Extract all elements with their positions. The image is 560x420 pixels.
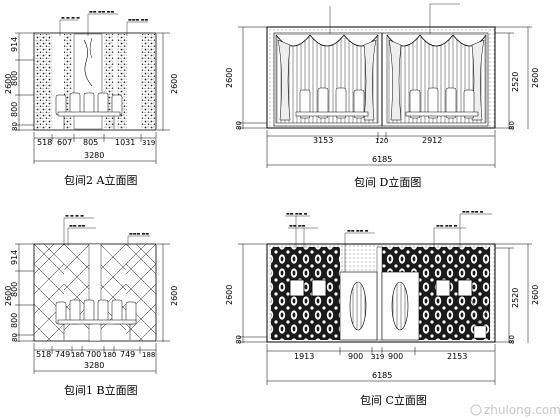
panel-a-height-total-right: 2600 — [170, 74, 179, 94]
panel-c-base-left: 80 — [235, 335, 243, 344]
watermark: zhulong.com — [470, 403, 560, 417]
panel-a-height-3: 800 — [10, 102, 19, 117]
panel-d-width-3: 2912 — [422, 136, 442, 145]
panel-c-right-height: 2520 — [511, 288, 520, 308]
panel-a-width-3: 805 — [83, 138, 98, 147]
panel-b-height-2: 800 — [10, 282, 19, 297]
panel-b-width-6: 749 — [120, 350, 135, 359]
panel-b-width-7: 188 — [142, 351, 155, 359]
panel-c-width-4: 900 — [388, 352, 403, 361]
panel-c-height-total-left: 2600 — [225, 285, 234, 305]
svg-text:▬▬▬ ▬▬: ▬▬▬ ▬▬ — [129, 231, 149, 236]
svg-text:▬▬ ▬▬ ▬: ▬▬ ▬▬ ▬ — [347, 228, 369, 233]
panel-c-width-2: 900 — [348, 352, 363, 361]
panel-d-width-1: 3153 — [313, 136, 333, 145]
panel-a-height-total-left: 2600 — [4, 74, 13, 94]
panel-d-elevation: 2600 2520 2600 80 80 3153 120 2912 6185 … — [225, 3, 540, 189]
svg-text:▬▬ ▬▬ ▬▬: ▬▬ ▬▬ ▬▬ — [89, 9, 114, 14]
panel-a-width-1: 518 — [37, 138, 52, 147]
panel-a-width-4: 1031 — [115, 138, 135, 147]
panel-c-width-total: 6185 — [372, 371, 392, 380]
panel-c-elevation: ▬▬ ▬▬ ▬ ▬▬ ▬▬ ▬▬ ▬▬ ▬ ▬▬ ▬▬ ▬ ▬▬ ▬▬ ▬ 26… — [225, 209, 540, 407]
panel-c-caption: 包间 C立面图 — [360, 393, 427, 407]
panel-a-height-1: 914 — [10, 37, 19, 52]
panel-b-width-3: 180 — [71, 351, 84, 359]
panel-c-width-3: 319 — [371, 353, 384, 361]
panel-d-right-height: 2520 — [511, 72, 520, 92]
panel-b-height-total-right: 2600 — [170, 286, 179, 306]
svg-text:▬▬ ▬▬ ▬: ▬▬ ▬▬ ▬ — [462, 209, 484, 214]
svg-text:▬▬ ▬▬ ▬: ▬▬ ▬▬ ▬ — [286, 211, 308, 216]
panel-a-width-total: 3280 — [84, 151, 104, 160]
panel-b-width-2: 749 — [55, 350, 70, 359]
panel-a-caption: 包间2 A立面图 — [64, 173, 137, 187]
panel-d-width-2: 120 — [375, 137, 388, 145]
svg-text:▬▬ ▬▬: ▬▬ ▬▬ — [289, 223, 306, 228]
panel-b-height-3: 800 — [10, 313, 19, 328]
panel-d-caption: 包间 D立面图 — [354, 175, 421, 189]
panel-b-width-1: 518 — [36, 350, 51, 359]
panel-c-width-1: 1913 — [294, 352, 314, 361]
panel-c-width-5: 2153 — [447, 352, 467, 361]
panel-d-width-total: 6185 — [372, 155, 392, 164]
panel-c-right-total: 2600 — [531, 285, 540, 305]
panel-a-width-5: 319 — [142, 139, 155, 147]
svg-text:▬ ▬ ▬ ▬: ▬ ▬ ▬ ▬ — [65, 213, 84, 218]
panel-b-width-5: 180 — [103, 351, 116, 359]
panel-b-height-total-left: 2600 — [4, 286, 13, 306]
panel-d-base-right: 80 — [508, 121, 516, 130]
panel-b-width-total: 3280 — [84, 361, 104, 370]
svg-text:▬▬ ▬▬: ▬▬ ▬▬ — [69, 223, 86, 228]
panel-b-caption: 包间1 B立面图 — [64, 383, 138, 397]
svg-text:▬ ▬ ▬ ▬: ▬ ▬ ▬ ▬ — [61, 15, 80, 20]
svg-text:▬▬▬ ▬▬: ▬▬▬ ▬▬ — [128, 17, 148, 22]
panel-c-base-right: 80 — [508, 335, 516, 344]
panel-a-height-4: 80 — [11, 122, 19, 131]
panel-a-elevation: ▬ ▬ ▬ ▬ ▬▬ ▬▬ ▬▬ ▬▬▬ ▬▬ 914 800 800 80 2… — [4, 9, 179, 187]
watermark-text: zhulong.com — [484, 403, 560, 417]
panel-a-height-2: 800 — [10, 71, 19, 86]
panel-b-elevation: ▬ ▬ ▬ ▬ ▬▬ ▬▬ ▬▬▬ ▬▬ 914 800 800 80 2600… — [4, 213, 179, 397]
panel-b-height-1: 914 — [10, 250, 19, 265]
panel-d-height-total-left: 2600 — [225, 68, 234, 88]
panel-a-width-2: 607 — [57, 138, 72, 147]
svg-text:▬▬ ▬▬ ▬: ▬▬ ▬▬ ▬ — [436, 223, 458, 228]
panel-b-width-4: 700 — [86, 350, 101, 359]
panel-b-height-4: 80 — [11, 333, 19, 342]
panel-d-right-total: 2600 — [531, 68, 540, 88]
panel-d-base-left: 80 — [235, 121, 243, 130]
